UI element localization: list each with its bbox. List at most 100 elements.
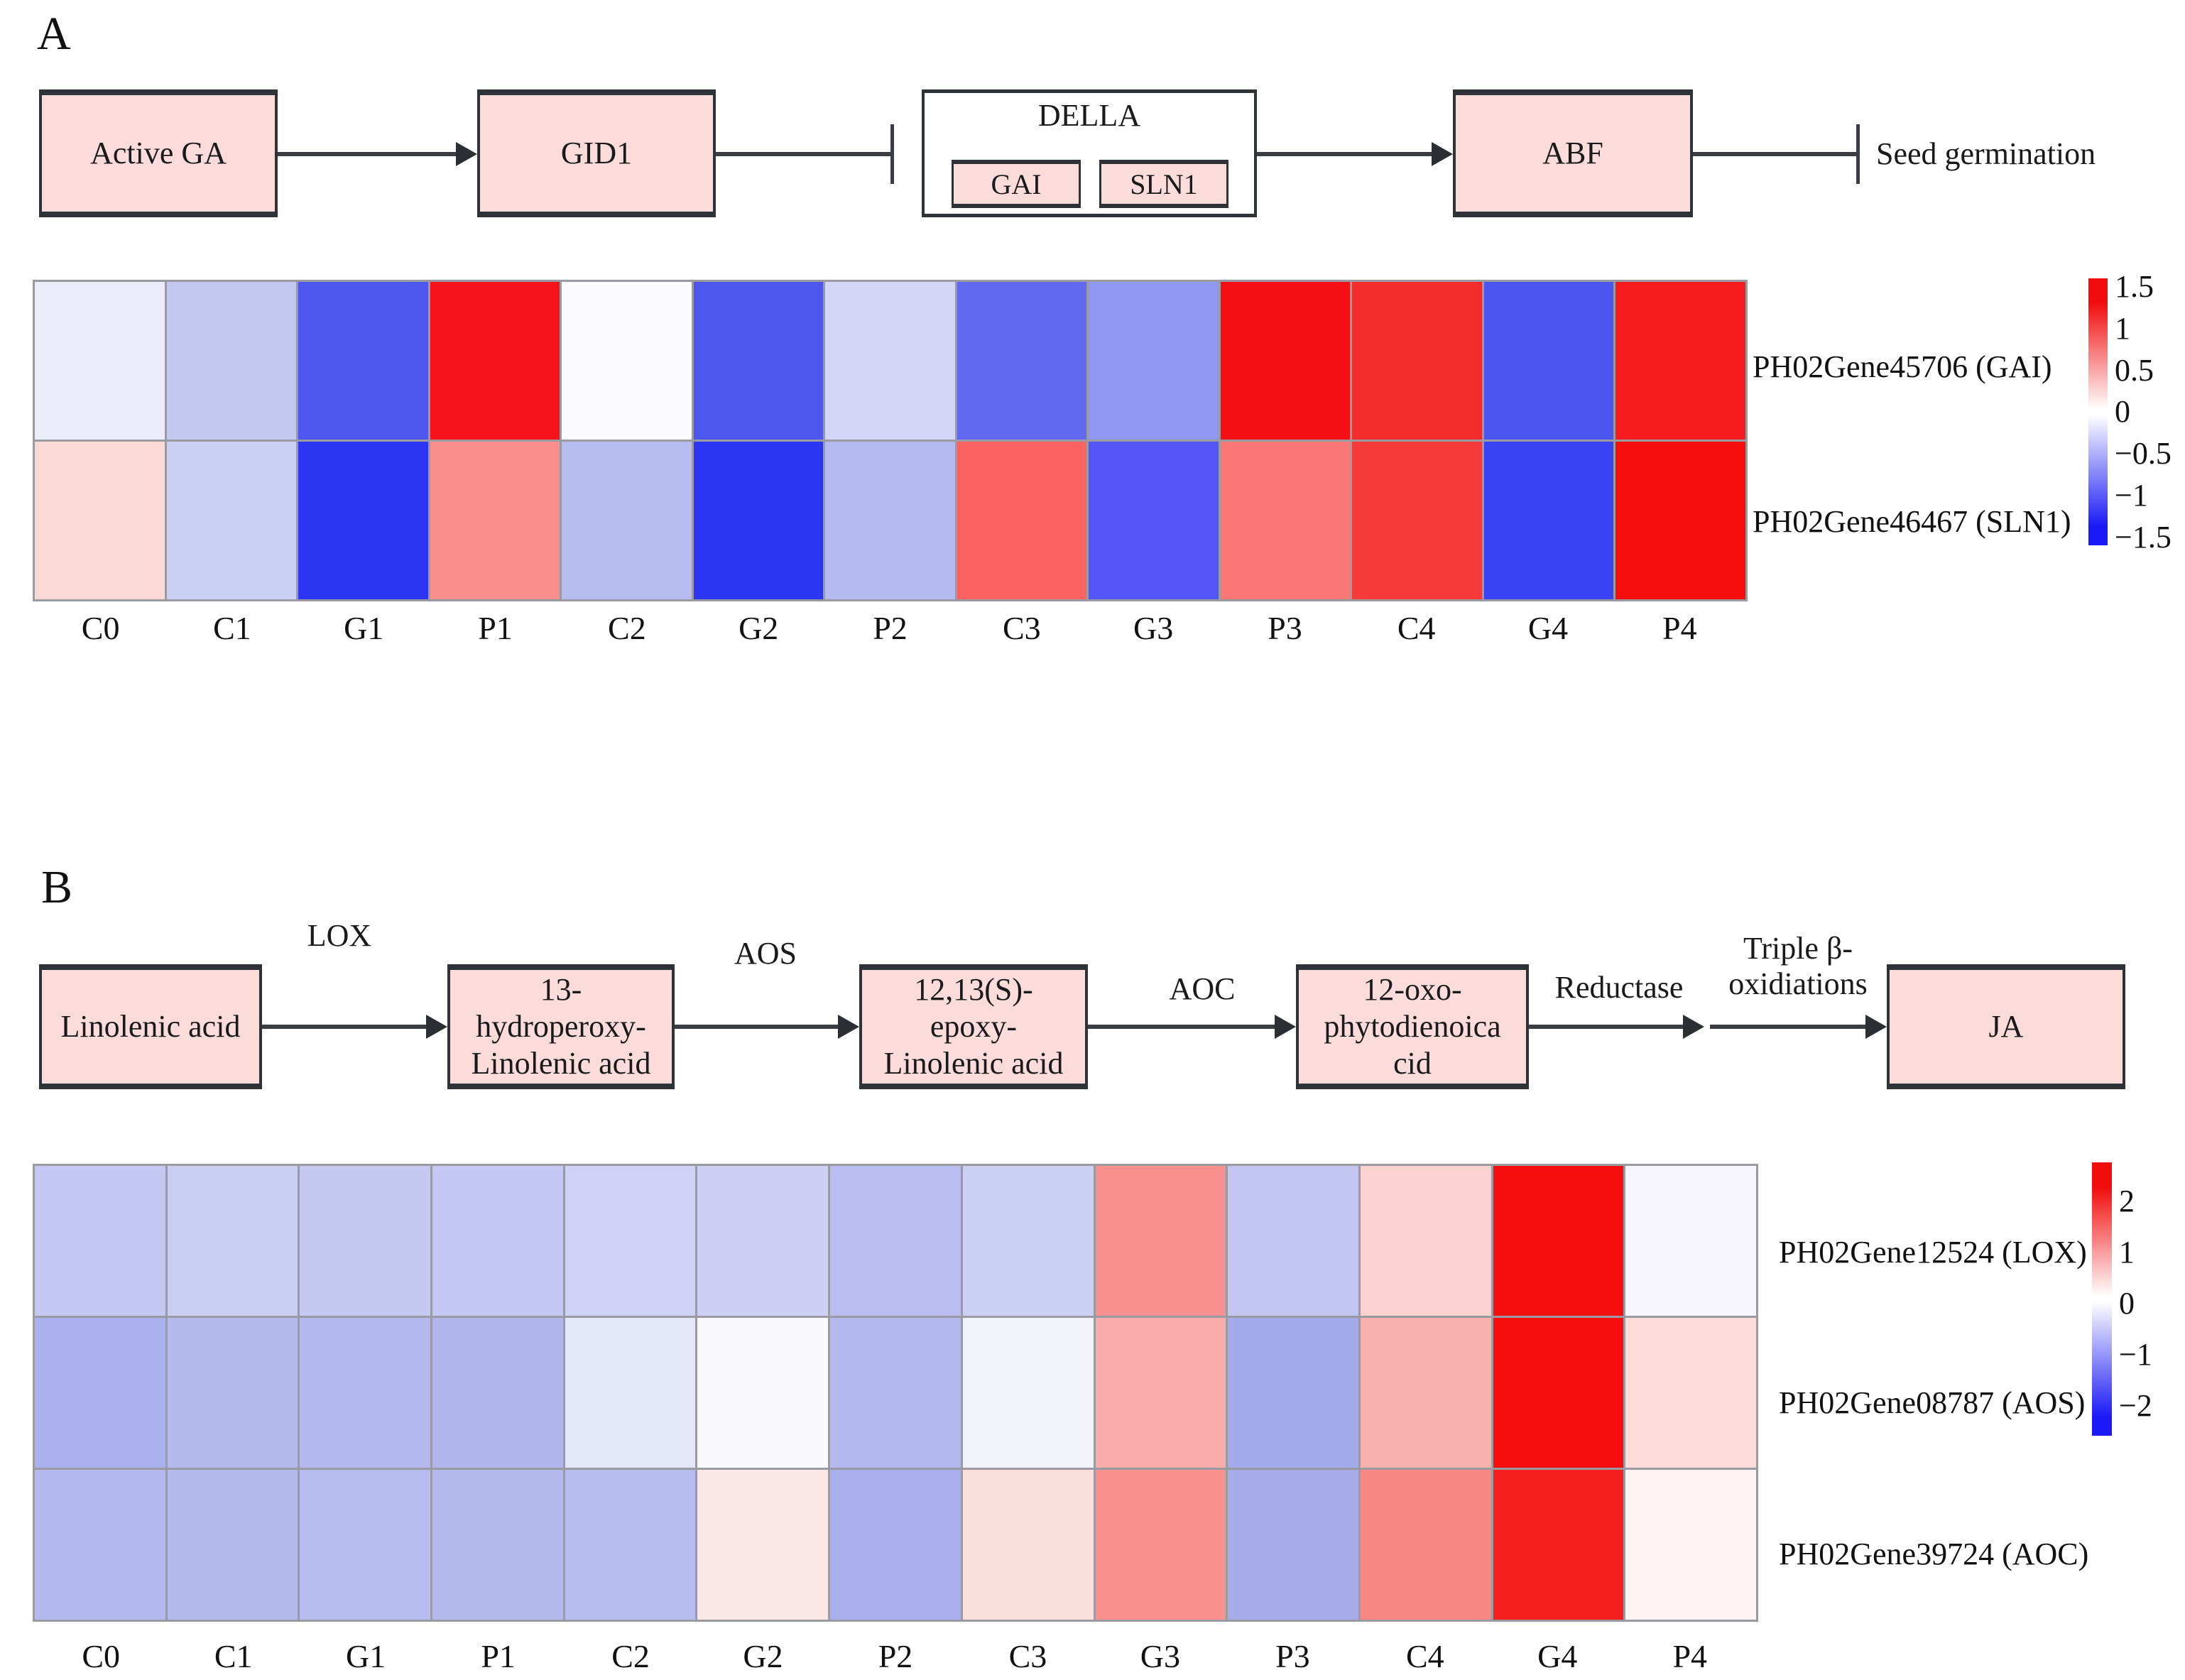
arrow-lox-head bbox=[426, 1015, 447, 1039]
heatmap-cell bbox=[1493, 1470, 1624, 1620]
node-oxo-line1: 12-oxo- bbox=[1363, 972, 1462, 1007]
heatmap-cell bbox=[565, 1318, 696, 1468]
heatmap-cell bbox=[1228, 1166, 1358, 1316]
node-hydroperoxy: 13- hydroperoxy- Linolenic acid bbox=[447, 964, 675, 1089]
arrow-triple-line bbox=[1710, 1025, 1865, 1029]
node-ja: JA bbox=[1887, 964, 2125, 1089]
colorbar-a bbox=[2088, 278, 2108, 545]
heatmap-cell bbox=[430, 282, 560, 440]
heatmap-cell bbox=[1625, 1470, 1756, 1620]
heatmap-cell bbox=[298, 282, 428, 440]
heatmap-cell bbox=[1615, 442, 1745, 599]
heatmap-cell bbox=[957, 282, 1087, 440]
heatmap-cell bbox=[1352, 282, 1482, 440]
heatmap-cell bbox=[1360, 1470, 1491, 1620]
column-label: P4 bbox=[1662, 610, 1697, 646]
column-label: P3 bbox=[1268, 610, 1302, 646]
node-oxo: 12-oxo- phytodienoica cid bbox=[1296, 964, 1529, 1089]
colorbar-tick: −0.5 bbox=[2115, 436, 2172, 471]
heatmap-cell bbox=[830, 1470, 961, 1620]
colorbar-a-ticks: 1.5 1 0.5 0 −0.5 −1 −1.5 bbox=[2115, 270, 2172, 555]
heatmap-cell bbox=[1095, 1166, 1226, 1316]
heatmap-cell bbox=[1095, 1318, 1226, 1468]
heatmap-cell bbox=[35, 282, 165, 440]
colorbar-tick: 1.5 bbox=[2115, 269, 2154, 304]
colorbar-b bbox=[2092, 1162, 2112, 1436]
edge-label-lox: LOX bbox=[307, 918, 372, 953]
heatmap-cell bbox=[300, 1470, 431, 1620]
heatmap-cell bbox=[1483, 282, 1614, 440]
heatmap-cell bbox=[830, 1166, 961, 1316]
edge-label-aos: AOS bbox=[734, 936, 797, 971]
colorbar-tick: −1.5 bbox=[2115, 519, 2172, 555]
column-label: G4 bbox=[1537, 1638, 1578, 1674]
heatmap-a-grid bbox=[33, 280, 1748, 601]
colorbar-tick: 0 bbox=[2115, 394, 2130, 430]
heatmap-cell bbox=[697, 1470, 829, 1620]
inhibit-gid1-della-bar bbox=[890, 124, 894, 184]
node-linolenic-acid: Linolenic acid bbox=[39, 964, 262, 1089]
heatmap-cell bbox=[693, 442, 824, 599]
heatmap-b-row-label-3: PH02Gene39724 (AOC) bbox=[1779, 1537, 2089, 1571]
column-label: C3 bbox=[1002, 610, 1041, 646]
column-label: G3 bbox=[1133, 610, 1174, 646]
colorbar-tick: −1 bbox=[2115, 478, 2148, 513]
column-label: G1 bbox=[346, 1638, 386, 1674]
edge-label-triple-line2: oxidiations bbox=[1728, 966, 1868, 1001]
column-label: P4 bbox=[1672, 1638, 1708, 1674]
node-della-label: DELLA bbox=[1037, 98, 1141, 133]
node-hydroperoxy-line1: 13- bbox=[540, 972, 582, 1007]
heatmap-b-row-label-1: PH02Gene12524 (LOX) bbox=[1779, 1235, 2087, 1270]
heatmap-a-row-label-1: PH02Gene45706 (GAI) bbox=[1753, 349, 2052, 384]
colorbar-tick: 0.5 bbox=[2115, 352, 2154, 388]
heatmap-cell bbox=[825, 282, 955, 440]
heatmap-cell bbox=[1625, 1318, 1756, 1468]
heatmap-cell bbox=[825, 442, 955, 599]
heatmap-cell bbox=[300, 1166, 431, 1316]
column-label: G1 bbox=[344, 610, 384, 646]
colorbar-a-gradient bbox=[2088, 278, 2108, 545]
heatmap-cell bbox=[830, 1318, 961, 1468]
heatmap-cell bbox=[562, 282, 692, 440]
heatmap-cell bbox=[697, 1166, 829, 1316]
node-gid1: GID1 bbox=[477, 89, 716, 217]
colorbar-tick: −2 bbox=[2119, 1388, 2152, 1423]
heatmap-cell bbox=[35, 442, 165, 599]
column-label: G2 bbox=[743, 1638, 783, 1674]
heatmap-cell bbox=[432, 1470, 563, 1620]
column-label: C4 bbox=[1397, 610, 1436, 646]
heatmap-cell bbox=[298, 442, 428, 599]
arrow-lox-line bbox=[262, 1025, 426, 1029]
arrow-triple-head bbox=[1865, 1015, 1887, 1039]
heatmap-b-row-label-2: PH02Gene08787 (AOS) bbox=[1779, 1385, 2086, 1420]
heatmap-cell bbox=[957, 442, 1087, 599]
colorbar-tick: 1 bbox=[2115, 310, 2130, 346]
column-label: P3 bbox=[1275, 1638, 1310, 1674]
heatmap-cell bbox=[565, 1470, 696, 1620]
heatmap-cell bbox=[1493, 1166, 1624, 1316]
arrow-della-abf-head bbox=[1432, 142, 1453, 166]
heatmap-cell bbox=[693, 282, 824, 440]
arrow-ga-gid1-line bbox=[278, 152, 456, 156]
node-oxo-line2: phytodienoica bbox=[1324, 1009, 1501, 1044]
column-label: G4 bbox=[1527, 610, 1569, 646]
arrow-aos-line bbox=[675, 1025, 838, 1029]
edge-label-reductase: Reductase bbox=[1554, 970, 1684, 1005]
column-label: P1 bbox=[478, 610, 513, 646]
arrow-reductase-head bbox=[1683, 1015, 1704, 1039]
heatmap-cell bbox=[35, 1166, 165, 1316]
arrow-della-abf-line bbox=[1257, 152, 1432, 156]
heatmap-cell bbox=[166, 282, 297, 440]
heatmap-cell bbox=[430, 442, 560, 599]
heatmap-cell bbox=[166, 442, 297, 599]
column-label: C1 bbox=[213, 610, 251, 646]
heatmap-a-row-label-2: PH02Gene46467 (SLN1) bbox=[1753, 504, 2071, 539]
colorbar-b-gradient bbox=[2092, 1162, 2112, 1436]
inhibit-abf-seed-bar bbox=[1856, 124, 1860, 184]
node-epoxy-line2: epoxy- bbox=[930, 1009, 1018, 1044]
arrow-ga-gid1-head bbox=[456, 142, 477, 166]
column-label: C0 bbox=[81, 610, 120, 646]
colorbar-tick: −1 bbox=[2119, 1337, 2152, 1372]
